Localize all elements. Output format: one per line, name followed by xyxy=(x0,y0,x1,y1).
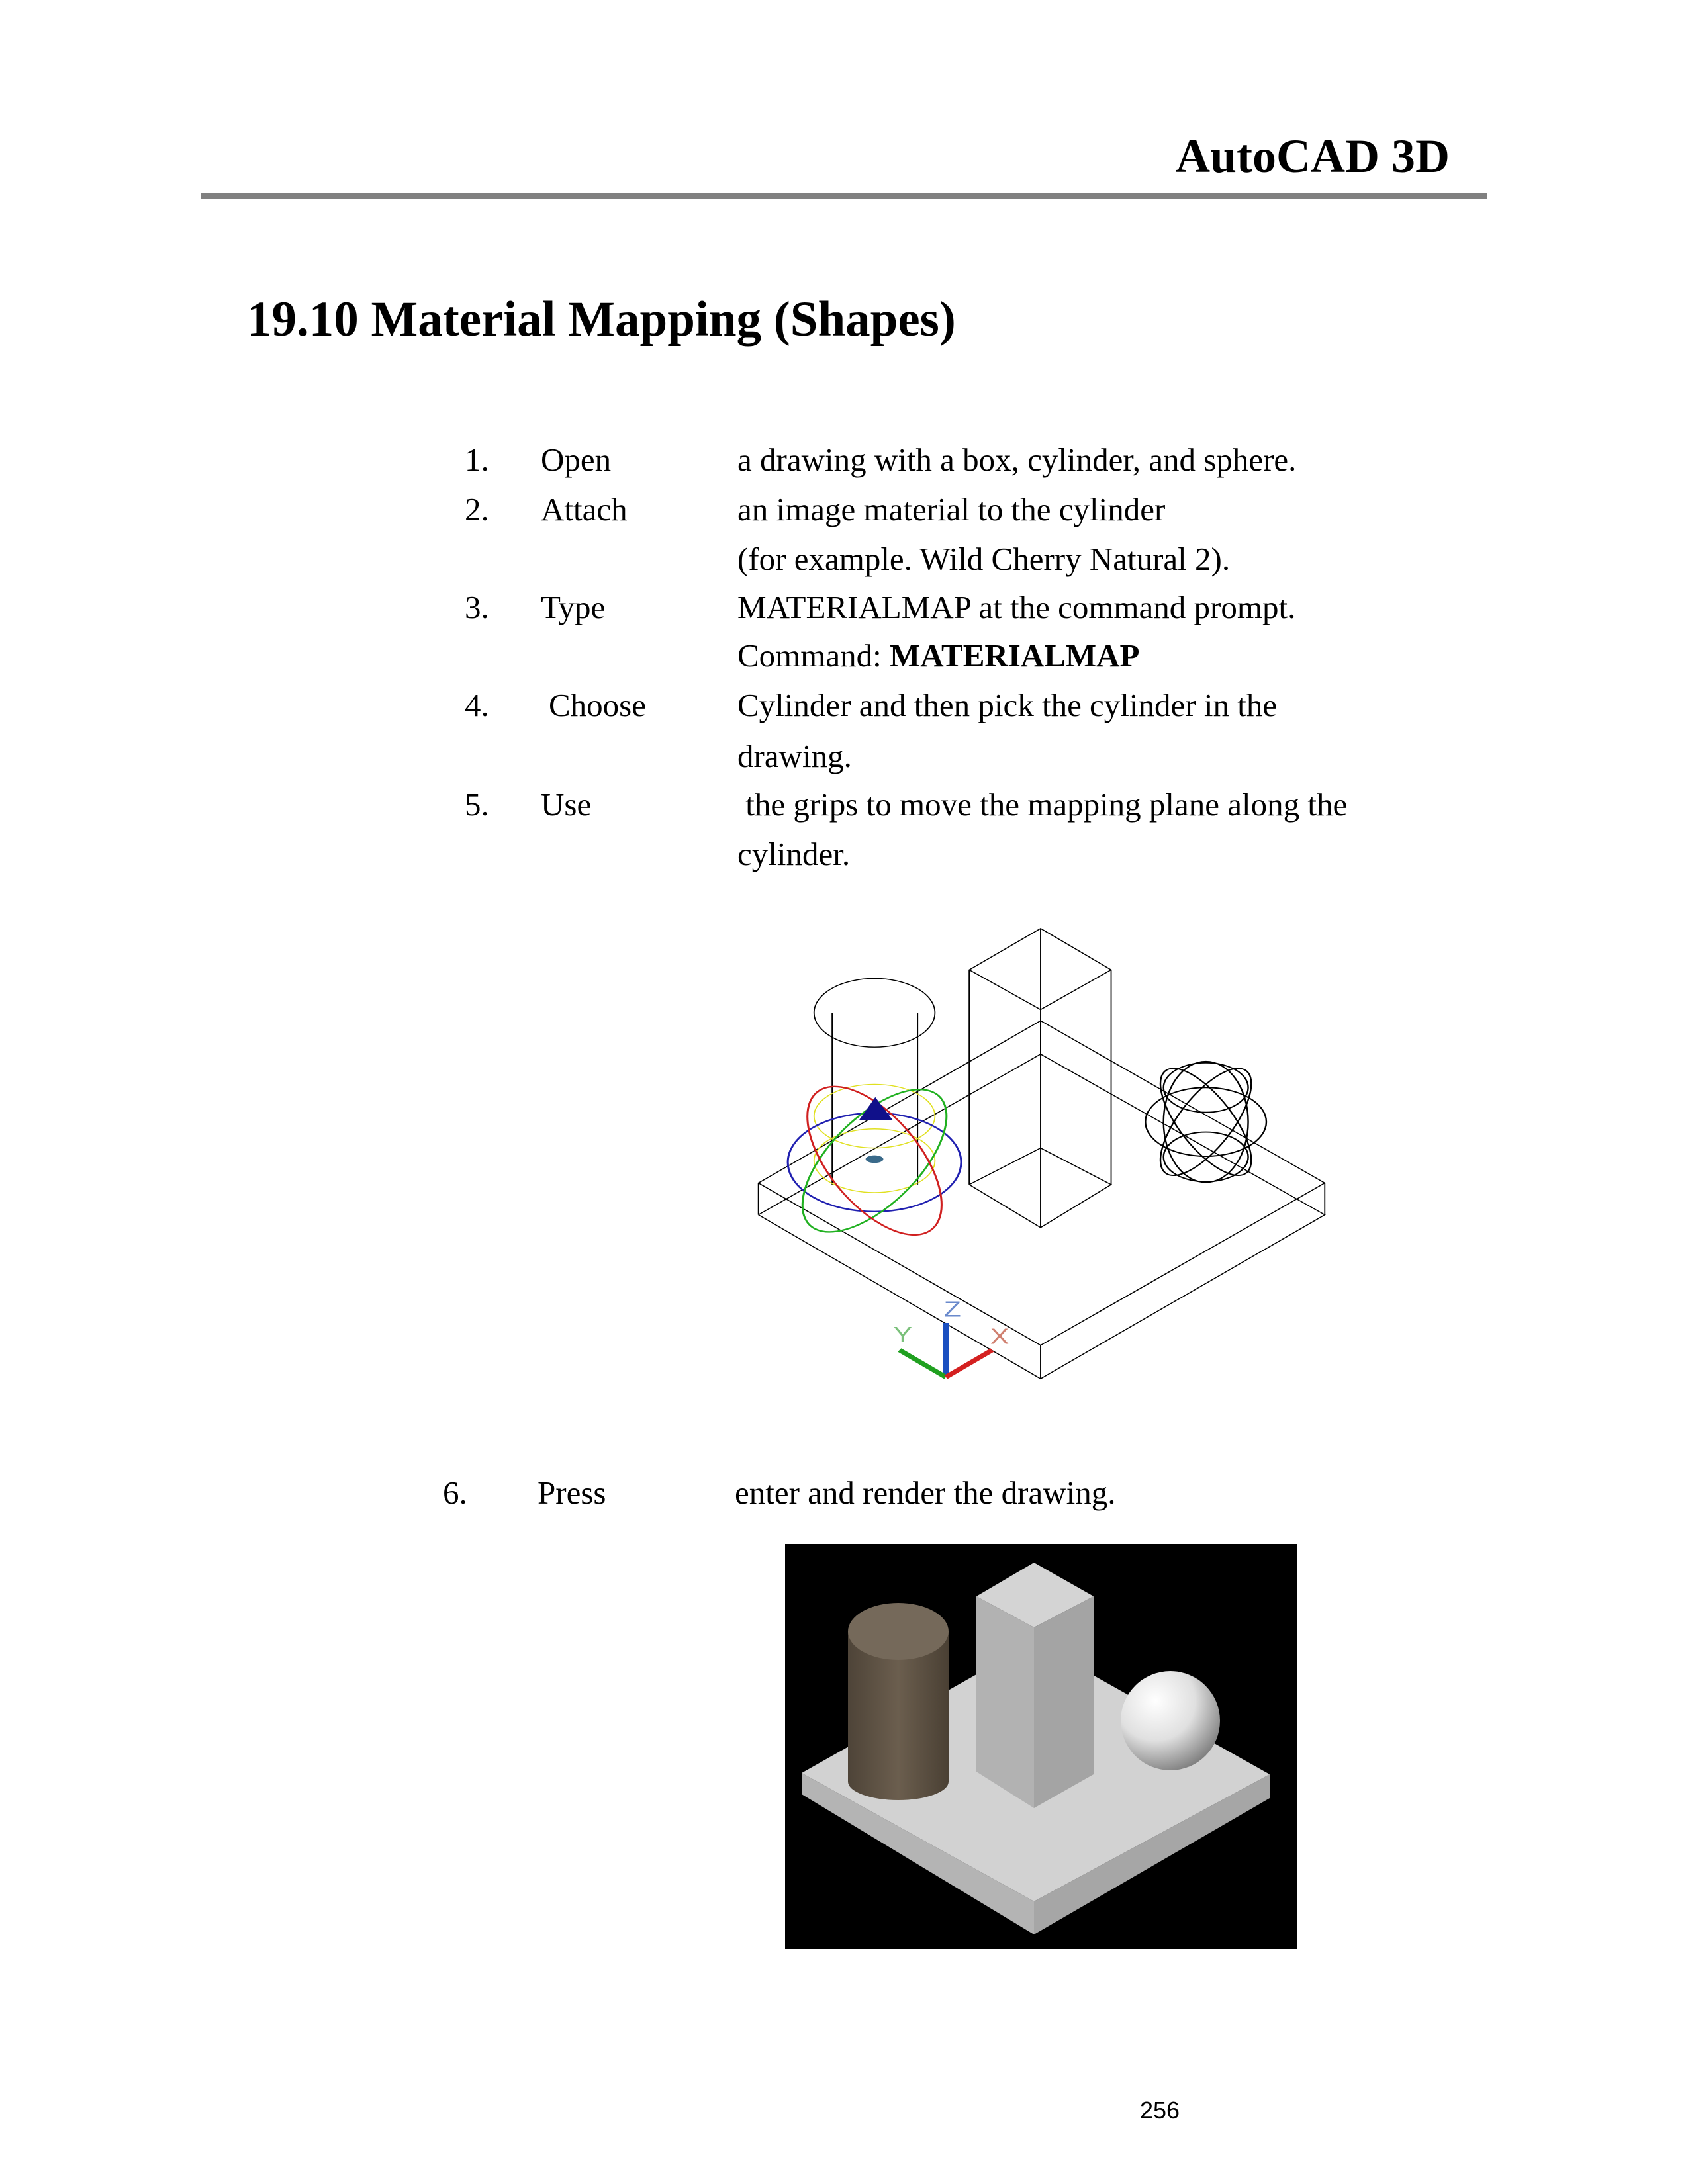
section-title: 19.10 Material Mapping (Shapes) xyxy=(247,292,956,347)
step-3-verb: Type xyxy=(541,589,606,625)
step-6-verb: Press xyxy=(538,1475,606,1511)
step-2-verb: Attach xyxy=(541,491,628,527)
step-4-number: 4. xyxy=(465,687,489,723)
step-4-verb: Choose xyxy=(549,687,646,723)
step-6-number: 6. xyxy=(443,1475,467,1511)
cylinder-wire xyxy=(813,978,936,1185)
box-solid xyxy=(976,1563,1094,1808)
step-3-number: 3. xyxy=(465,589,489,625)
mapping-gizmo xyxy=(786,1083,962,1236)
step-5-number: 5. xyxy=(465,786,489,823)
step-5-verb: Use xyxy=(541,786,592,823)
page-number: 256 xyxy=(1140,2097,1180,2124)
ucs-x-label: X xyxy=(990,1324,1009,1349)
step-5-text-cont: cylinder. xyxy=(737,836,851,872)
ucs-y-label: Y xyxy=(894,1322,912,1347)
base-slab-wire xyxy=(757,1020,1326,1380)
ucs-z-label: Z xyxy=(944,1297,961,1322)
step-2-text: an image material to the cylinder xyxy=(737,491,1166,527)
command-label: Command: xyxy=(737,637,890,674)
ucs-icon: Z Y X xyxy=(894,1297,1009,1379)
sphere-solid xyxy=(1121,1671,1220,1770)
grip-triangle-icon[interactable] xyxy=(859,1097,893,1120)
grip-center-icon[interactable] xyxy=(865,1155,884,1163)
step-5-text: the grips to move the mapping plane alon… xyxy=(737,786,1348,823)
wireframe-figure: Z Y X xyxy=(757,927,1326,1380)
step-2-text-cont: (for example. Wild Cherry Natural 2). xyxy=(737,541,1231,577)
command-value: MATERIALMAP xyxy=(890,637,1140,674)
step-2-number: 2. xyxy=(465,491,489,527)
rendered-figure xyxy=(785,1544,1297,1949)
step-1-text: a drawing with a box, cylinder, and sphe… xyxy=(737,441,1297,478)
header-divider xyxy=(201,193,1487,199)
step-3-command: Command: MATERIALMAP xyxy=(737,636,1139,676)
step-4-text-cont: drawing. xyxy=(737,738,852,774)
step-4-text: Cylinder and then pick the cylinder in t… xyxy=(737,687,1278,723)
running-header: AutoCAD 3D xyxy=(1176,130,1450,183)
step-6-text: enter and render the drawing. xyxy=(735,1475,1116,1511)
cylinder-wood xyxy=(848,1603,949,1800)
step-1-verb: Open xyxy=(541,441,612,478)
sphere-wire xyxy=(1145,1060,1268,1183)
box-wire xyxy=(968,927,1113,1228)
step-1-number: 1. xyxy=(465,441,489,478)
step-3-text: MATERIALMAP at the command prompt. xyxy=(737,589,1296,625)
